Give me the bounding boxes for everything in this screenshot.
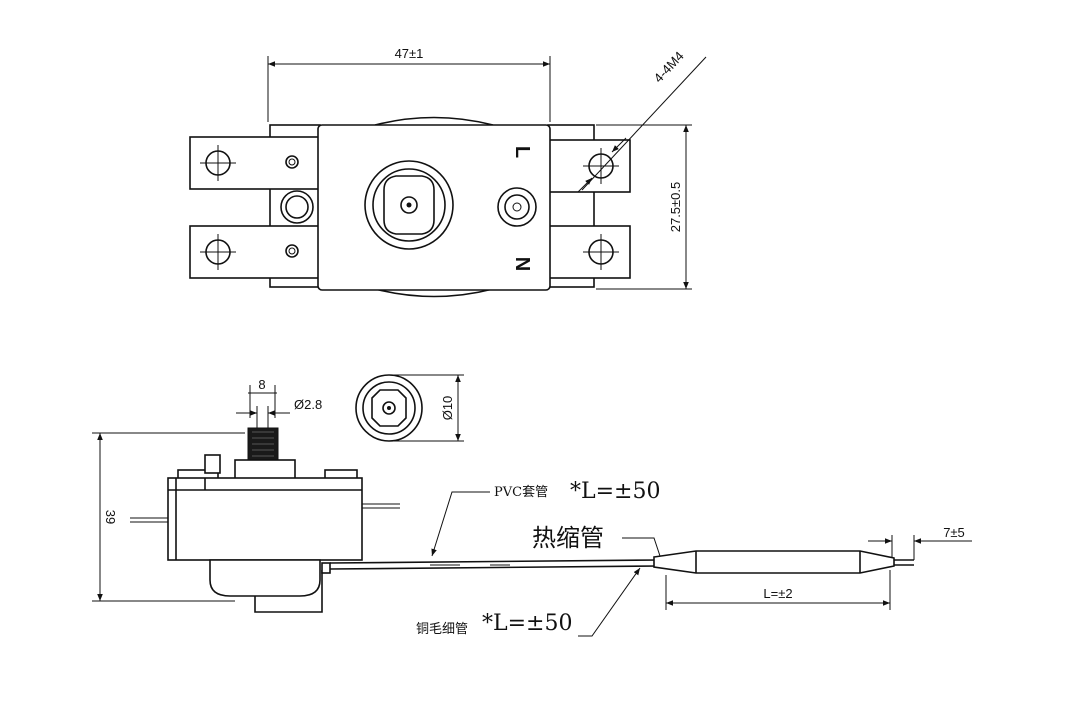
knob-diameter-dimension: Ø10 xyxy=(440,396,455,421)
side-view: 8 Ø2.8 Ø10 39 xyxy=(92,374,972,637)
heat-shrink-label: 热缩管 xyxy=(532,524,604,552)
pvc-length-label: *L=±50 xyxy=(570,479,660,504)
right-lower-terminal xyxy=(547,225,631,279)
capillary-tube xyxy=(329,559,661,564)
capillary-length-label: *L=±50 xyxy=(482,611,572,636)
copper-capillary-label: 铜毛细管 xyxy=(416,622,468,637)
right-upper-terminal xyxy=(547,139,631,193)
central-shaft xyxy=(364,160,454,250)
width-dimension: 47±1 xyxy=(395,46,424,61)
left-upper-terminal xyxy=(189,136,321,190)
sensing-bulb xyxy=(653,550,895,574)
terminal-N-label: N xyxy=(511,257,533,271)
tip-dimension: 7±5 xyxy=(943,525,965,540)
shaft-width-dimension: 8 xyxy=(258,377,265,392)
left-rivet-large xyxy=(280,190,314,224)
knob-end-view xyxy=(355,374,423,442)
bottom-arc xyxy=(374,288,494,298)
shaft-knurl xyxy=(247,427,279,463)
terminal-L-label: L xyxy=(511,146,533,158)
right-screw xyxy=(497,187,537,227)
left-lower-terminal xyxy=(189,225,321,279)
pvc-sleeve-label: PVC套管 xyxy=(494,484,548,500)
side-body xyxy=(167,477,363,561)
height-dimension: 27.5±0.5 xyxy=(668,182,683,233)
bulb-length-dimension: L=±2 xyxy=(763,586,792,601)
hole-callout: 4-4M4 xyxy=(651,48,687,85)
shaft-diameter-dimension: Ø2.8 xyxy=(294,397,322,412)
top-view: L N 47±1 27.5±0.5 4-4M4 xyxy=(189,46,707,298)
height-39-dimension: 39 xyxy=(103,510,118,524)
top-arc xyxy=(374,116,494,126)
